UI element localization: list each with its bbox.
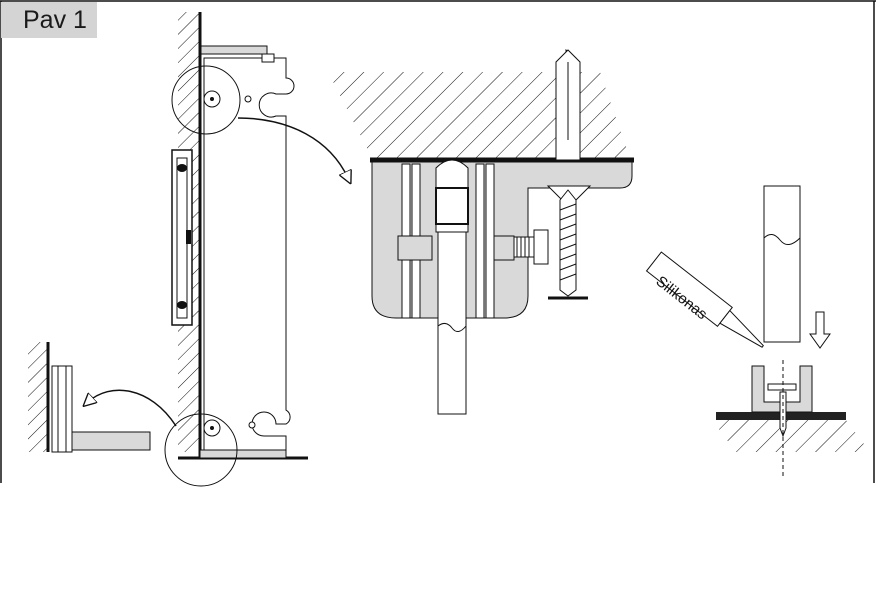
sealant-nozzle xyxy=(719,309,764,348)
ceiling-hatching xyxy=(328,72,630,158)
top-hinge xyxy=(200,45,268,55)
rail-screw-bottom xyxy=(177,301,187,309)
bottom-detail-arrow xyxy=(88,389,177,427)
rail-latch xyxy=(186,230,191,244)
glass-panel xyxy=(763,185,801,343)
figure-frame xyxy=(0,0,876,483)
center-tube xyxy=(437,199,467,415)
top-detail-circle xyxy=(171,65,241,135)
tube-cap xyxy=(435,159,469,233)
floor-channel-detail xyxy=(645,185,870,478)
figure-label: Pav 1 xyxy=(1,2,97,38)
down-arrow xyxy=(809,311,831,349)
panel-outline xyxy=(203,57,295,451)
top-detail-arrow xyxy=(237,117,348,178)
bottom-detail-circle xyxy=(164,413,238,487)
rail-screw-top xyxy=(177,164,187,172)
floor-strip xyxy=(199,449,287,459)
floor-bracket-detail xyxy=(28,342,151,453)
top-hinge-clip xyxy=(261,53,275,63)
wall-mount-view xyxy=(164,12,308,487)
ceiling-mount-detail xyxy=(328,48,634,415)
